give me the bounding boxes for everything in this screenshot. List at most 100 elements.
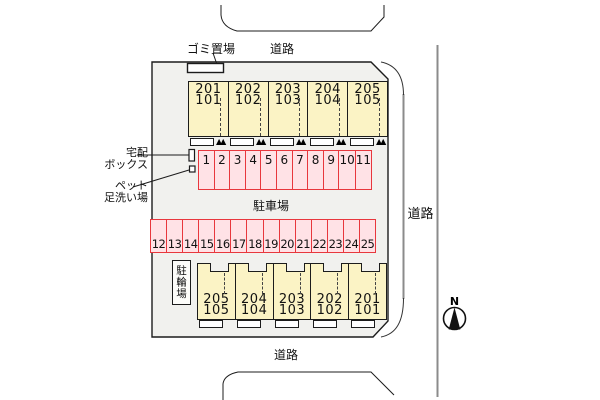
unit-number-upper: 203 — [278, 292, 306, 307]
porch-slot — [349, 319, 387, 329]
entry-marks: ▲▲ — [256, 136, 266, 146]
pet-wash-marker — [188, 165, 196, 173]
parking-stall: 23 — [328, 220, 344, 252]
building-1-porches: ▲▲ ▲▲ ▲▲ ▲▲ ▲▲ — [188, 137, 388, 147]
north-arrow: N — [442, 295, 467, 331]
parking-stall: 22 — [312, 220, 328, 252]
entrance-notch — [361, 262, 381, 272]
porch-slot: ▲▲ — [308, 137, 348, 147]
porch-slot — [273, 319, 311, 329]
delivery-box-marker — [188, 148, 196, 162]
porch-slot: ▲▲ — [268, 137, 308, 147]
entry-marks: ▲▲ — [336, 136, 346, 146]
unit-number-lower: 105 — [354, 93, 381, 108]
unit-number-upper: 205 — [203, 292, 230, 307]
porch-step — [310, 137, 334, 146]
porch-slot — [197, 319, 235, 329]
unit-number-upper: 203 — [274, 82, 302, 97]
delivery-box-label-line2: ボックス — [104, 158, 148, 171]
approach-dashed-line — [261, 273, 263, 294]
unit-number-lower: 102 — [316, 303, 343, 318]
unit-number-lower: 104 — [241, 303, 268, 318]
parking-stall: 17 — [231, 220, 248, 252]
parking-stall: 6 — [277, 151, 293, 189]
parking-stall: 19 — [264, 220, 280, 252]
porch-slot — [235, 319, 273, 329]
approach-dashed-line — [219, 98, 221, 136]
garbage-leader-line — [212, 52, 217, 64]
porch-step — [270, 137, 294, 146]
road-label-bottom: 道路 — [273, 348, 298, 362]
approach-dashed-line — [378, 98, 380, 136]
parking-stall: 11 — [355, 153, 372, 167]
parking-stall: 3 — [230, 151, 246, 189]
parking-stall: 15 — [199, 220, 216, 252]
top-road-outline — [220, 5, 385, 32]
pet-wash-leader-line — [132, 169, 190, 188]
garbage-area-label: ゴミ置場 — [186, 42, 235, 56]
porch-step — [313, 320, 337, 328]
parking-stall: 1 — [199, 151, 215, 189]
garbage-box — [186, 62, 225, 74]
parking-stall: 20 — [280, 220, 296, 252]
approach-dashed-line — [339, 98, 341, 136]
unit-number-upper: 201 — [195, 82, 222, 97]
porch-slot: ▲▲ — [348, 137, 388, 147]
porch-step — [230, 137, 254, 146]
porch-step — [351, 320, 375, 328]
parking-stall: 18 — [247, 220, 264, 252]
porch-step — [199, 320, 223, 328]
unit-number-upper: 205 — [354, 82, 381, 97]
porch-step — [275, 320, 299, 328]
approach-dashed-line — [375, 273, 377, 294]
parking-stall: 12 — [151, 220, 168, 252]
unit-number-lower: 105 — [203, 303, 230, 318]
approach-dashed-line — [299, 98, 301, 136]
parking-stall: 10 — [339, 151, 356, 189]
road-label-top: 道路 — [269, 42, 294, 56]
pet-wash-label-line1: ペット — [115, 179, 148, 192]
porch-step — [237, 320, 261, 328]
north-arrow-needle — [448, 307, 461, 330]
porch-slot: ▲▲ — [188, 137, 228, 147]
approach-dashed-line — [337, 273, 339, 294]
entry-marks: ▲▲ — [296, 136, 306, 146]
parking-stall: 4 — [246, 151, 262, 189]
road-corner-curve-bottom — [380, 297, 404, 338]
parking-stall: 13 — [167, 220, 184, 252]
porch-step — [350, 137, 374, 146]
parking-stall: 21 — [296, 220, 312, 252]
porch-slot: ▲▲ — [228, 137, 268, 147]
approach-dashed-line — [299, 273, 301, 294]
approach-dashed-line — [224, 273, 225, 294]
delivery-box-label: 宅配 ボックス — [90, 147, 148, 171]
delivery-box-label-line1: 宅配 — [126, 146, 148, 159]
road-corner-curve-top — [380, 61, 404, 96]
bicycle-parking-box: 駐輪場 — [172, 260, 191, 305]
parking-lot-label: 駐車場 — [252, 199, 289, 213]
entry-marks: ▲▲ — [216, 136, 226, 146]
entrance-notch — [285, 262, 305, 272]
entry-marks: ▲▲ — [376, 136, 386, 146]
